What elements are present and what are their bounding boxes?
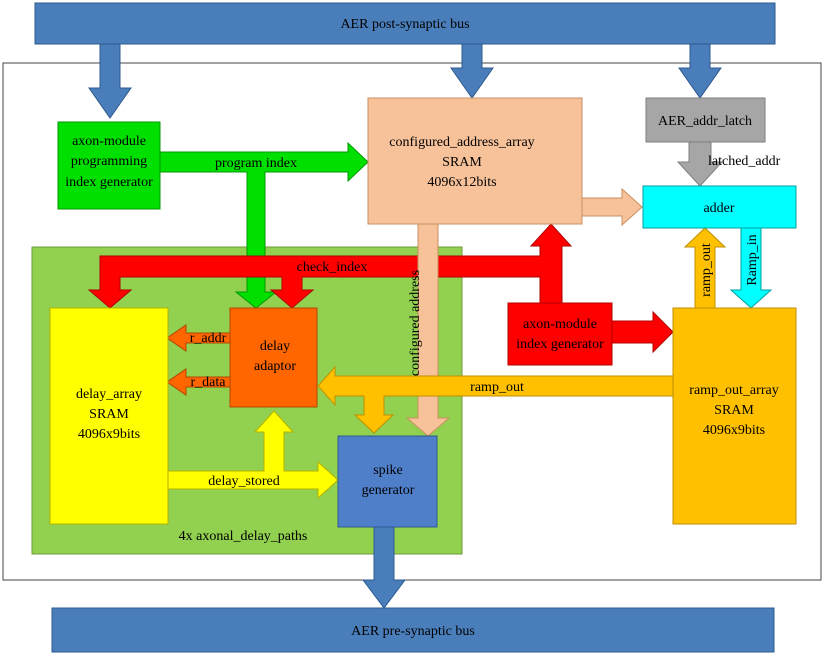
delay-stored-arrow (167, 410, 339, 500)
programming-index-generator-label-1: axon-module (72, 134, 146, 149)
configured-address-label: configured address (408, 270, 423, 376)
aer-post-synaptic-bus (34, 2, 776, 45)
programming-index-generator (57, 121, 161, 210)
delay-array (49, 307, 169, 525)
bus-arrow-to-configured-array (450, 43, 494, 99)
spike-generator-label-1: spike (373, 463, 403, 478)
configured-address-array-label-2: SRAM (442, 155, 482, 170)
axon-module-index-generator-label-1: axon-module (523, 317, 597, 332)
configured-address-array-label-3: 4096x12bits (427, 175, 496, 190)
delay-array-label-1: delay_array (76, 387, 142, 402)
delay-adaptor-label-2: adaptor (254, 359, 296, 374)
configured-address-array (367, 97, 583, 225)
ramp-out-array (672, 307, 797, 525)
program-index-arrow (159, 141, 369, 309)
r-addr-arrow (166, 324, 231, 352)
delay-adaptor-label-1: delay (260, 339, 290, 354)
configured-address-arrow (405, 223, 451, 437)
bus-arrow-to-programming-index (88, 43, 132, 119)
delay-adaptor (229, 307, 318, 408)
index-gen-to-ramp-array-arrow (611, 310, 674, 354)
programming-index-generator-label-2: programming (71, 154, 147, 169)
spike-generator-label-2: generator (362, 483, 415, 498)
adder-label: adder (703, 201, 734, 216)
configured-address-array-label-1: configured_address_array (389, 135, 534, 150)
ramp-out-vertical-arrow (683, 227, 727, 309)
axonal-delay-paths-label: 4x axonal_delay_paths (179, 529, 308, 544)
ramp-out-array-label-2: SRAM (714, 403, 754, 418)
bus-arrow-to-addr-latch (678, 43, 722, 99)
aer-pre-synaptic-bus (51, 607, 775, 653)
latched-addr-label: latched_addr (708, 154, 781, 169)
spike-to-pre-synaptic-bus-arrow (362, 526, 406, 609)
aer-addr-latch-label: AER_addr_latch (658, 114, 752, 129)
aer-addr-latch (645, 97, 766, 143)
delay-array-label-2: SRAM (89, 407, 129, 422)
latched-addr-arrow (676, 141, 724, 187)
delay-array-label-3: 4096x9bits (78, 427, 140, 442)
check-index-label: check_index (297, 260, 368, 275)
configured-to-adder-arrow (581, 187, 643, 227)
r-data-label: r_data (191, 375, 227, 390)
check-index-arrow (87, 223, 573, 309)
adder-block (642, 185, 797, 229)
r-addr-label: r_addr (190, 331, 227, 346)
delay-stored-label: delay_stored (208, 474, 280, 489)
ramp-in-label: Ramp_in (745, 234, 760, 285)
pre-synaptic-bus-label: AER pre-synaptic bus (351, 624, 475, 639)
programming-index-generator-label-3: index generator (65, 175, 153, 190)
ramp-out-vertical-label: ramp_out (699, 243, 714, 297)
ramp-out-array-label-3: 4096x9bits (703, 423, 765, 438)
ramp-in-arrow (729, 227, 773, 309)
post-synaptic-bus-label: AER post-synaptic bus (340, 17, 469, 32)
ramp-out-array-label-1: ramp_out_array (689, 383, 778, 398)
axon-module-index-generator (507, 302, 613, 366)
ramp-out-horizontal-arrow (317, 365, 674, 434)
program-index-label: program index (215, 156, 297, 171)
axon-module-index-generator-label-2: index generator (516, 337, 604, 352)
spike-generator (337, 435, 438, 528)
ramp-out-horizontal-label: ramp_out (470, 380, 524, 395)
r-data-arrow (166, 368, 231, 396)
